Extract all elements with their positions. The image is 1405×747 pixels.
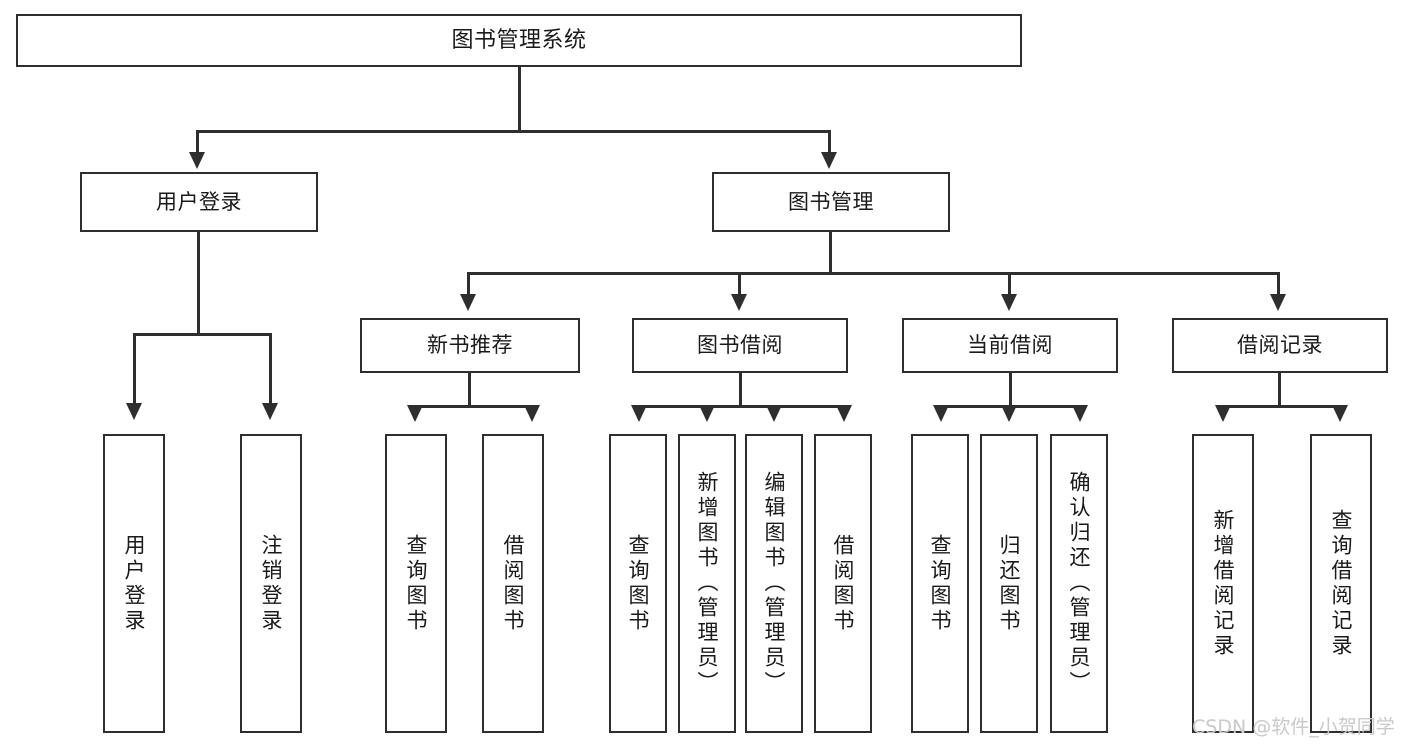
node-root-book-management-system[interactable]: 图书管理系统: [16, 14, 1022, 67]
node-label: 查询图书: [626, 533, 651, 634]
node-label: 归还图书: [997, 533, 1022, 634]
connector-level2-bus: [196, 130, 831, 133]
node-borrow-record[interactable]: 借阅记录: [1172, 318, 1388, 373]
leaf-cb-confirm-return[interactable]: 确认归还（管理员）: [1050, 434, 1108, 733]
connector-drop-current-borrow: [1008, 272, 1011, 296]
connector-borrow-record-stem: [1278, 373, 1281, 407]
arrowhead-new-book-recommend: [460, 294, 476, 311]
node-label: 新增图书（管理员）: [695, 471, 720, 696]
arrowhead-book-borrow: [731, 294, 747, 311]
connector-drop-new-book-recommend: [467, 272, 470, 296]
arrowhead-leaf-user-login: [126, 403, 142, 420]
connector-user-login-bus: [133, 333, 272, 336]
node-label: 借阅记录: [1237, 333, 1323, 358]
arrowhead-leaf-cb-return-book: [1001, 405, 1017, 422]
arrowhead-leaf-bb-borrow-book: [836, 405, 852, 422]
leaf-nbr-query-book[interactable]: 查询图书: [385, 434, 447, 733]
connector-new-book-recommend-bus: [414, 405, 532, 408]
leaf-cb-return-book[interactable]: 归还图书: [980, 434, 1038, 733]
node-label: 借阅图书: [831, 533, 856, 634]
leaf-br-query-record[interactable]: 查询借阅记录: [1310, 434, 1372, 733]
node-user-login[interactable]: 用户登录: [80, 172, 318, 232]
leaf-logout[interactable]: 注销登录: [240, 434, 302, 733]
node-label: 用户登录: [156, 189, 242, 214]
arrowhead-leaf-bb-query-book: [631, 405, 647, 422]
leaf-bb-edit-book[interactable]: 编辑图书（管理员）: [745, 434, 803, 733]
leaf-bb-add-book[interactable]: 新增图书（管理员）: [678, 434, 736, 733]
connector-drop-book-borrow: [738, 272, 741, 296]
connector-drop-user-login: [196, 130, 199, 154]
connector-book-management-stem: [829, 232, 832, 274]
arrowhead-book-management: [821, 152, 837, 169]
arrowhead-leaf-bb-edit-book: [766, 405, 782, 422]
arrowhead-leaf-cb-query-book: [933, 405, 949, 422]
node-label: 用户登录: [122, 533, 147, 634]
node-label: 借阅图书: [501, 533, 526, 634]
node-book-management[interactable]: 图书管理: [712, 172, 950, 232]
connector-book-borrow-bus: [638, 405, 844, 408]
connector-root-stem: [518, 67, 521, 132]
arrowhead-leaf-br-query-record: [1332, 405, 1348, 422]
arrowhead-leaf-bb-add-book: [699, 405, 715, 422]
leaf-user-login[interactable]: 用户登录: [103, 434, 165, 733]
node-label: 图书管理: [788, 189, 874, 214]
node-label: 图书管理系统: [451, 27, 587, 53]
node-label: 查询借阅记录: [1329, 508, 1354, 659]
connector-drop-book-management: [828, 130, 831, 154]
connector-drop-leaf-user-login: [133, 333, 136, 405]
connector-drop-leaf-logout: [269, 333, 272, 405]
connector-book-borrow-stem: [739, 373, 742, 407]
connector-level3-bus: [467, 272, 1279, 275]
arrowhead-user-login: [189, 152, 205, 169]
node-new-book-recommend[interactable]: 新书推荐: [360, 318, 580, 373]
arrowhead-leaf-nbr-borrow-book: [524, 405, 540, 422]
arrowhead-leaf-logout: [262, 403, 278, 420]
node-label: 编辑图书（管理员）: [762, 471, 787, 696]
leaf-cb-query-book[interactable]: 查询图书: [911, 434, 969, 733]
node-label: 确认归还（管理员）: [1067, 471, 1092, 696]
arrowhead-leaf-br-add-record: [1215, 405, 1231, 422]
arrowhead-current-borrow: [1001, 294, 1017, 311]
connector-new-book-recommend-stem: [468, 373, 471, 407]
arrowhead-borrow-record: [1270, 294, 1286, 311]
node-label: 注销登录: [259, 533, 284, 634]
node-label: 图书借阅: [697, 333, 783, 358]
leaf-br-add-record[interactable]: 新增借阅记录: [1192, 434, 1254, 733]
node-label: 新书推荐: [427, 333, 513, 358]
connector-user-login-stem: [197, 232, 200, 335]
leaf-bb-borrow-book[interactable]: 借阅图书: [814, 434, 872, 733]
csdn-watermark: CSDN @软件_小贺同学: [1192, 716, 1395, 738]
node-current-borrow[interactable]: 当前借阅: [902, 318, 1118, 373]
connector-current-borrow-stem: [1009, 373, 1012, 407]
node-label: 当前借阅: [967, 333, 1053, 358]
node-label: 查询图书: [928, 533, 953, 634]
leaf-nbr-borrow-book[interactable]: 借阅图书: [482, 434, 544, 733]
arrowhead-leaf-cb-confirm-return: [1072, 405, 1088, 422]
connector-borrow-record-bus: [1222, 405, 1340, 408]
arrowhead-leaf-nbr-query-book: [407, 405, 423, 422]
node-book-borrow[interactable]: 图书借阅: [632, 318, 848, 373]
connector-drop-borrow-record: [1277, 272, 1280, 296]
node-label: 查询图书: [404, 533, 429, 634]
leaf-bb-query-book[interactable]: 查询图书: [609, 434, 667, 733]
node-label: 新增借阅记录: [1211, 508, 1236, 659]
